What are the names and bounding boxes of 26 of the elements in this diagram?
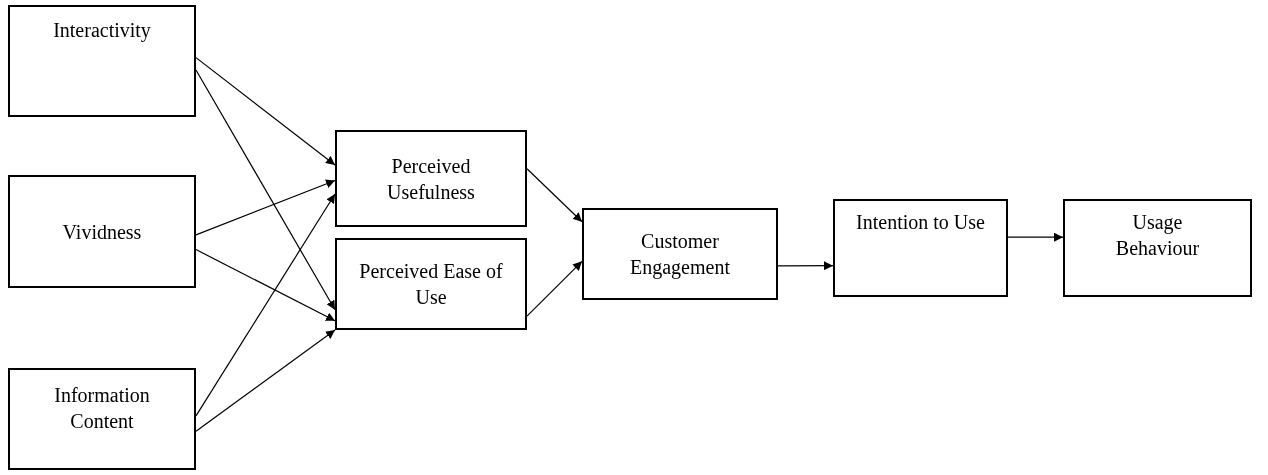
concept-box <box>335 130 527 227</box>
concept-label: Information Content <box>53 383 151 434</box>
concept-label: Perceived Ease of Use <box>358 259 504 310</box>
arrow <box>195 69 336 311</box>
arrow <box>777 261 834 271</box>
arrow <box>195 57 336 166</box>
arrow <box>526 260 583 317</box>
arrow <box>195 329 336 432</box>
arrow <box>195 249 336 322</box>
concept-label: Perceived Usefulness <box>386 153 476 205</box>
concept-box <box>582 208 778 300</box>
concept-box <box>8 175 196 288</box>
concept-label: Intention to Use <box>856 210 985 235</box>
concept-box <box>335 238 527 330</box>
concept-box <box>8 5 196 117</box>
arrow <box>195 193 336 417</box>
arrow <box>526 168 583 223</box>
concept-label: Interactivity <box>53 18 151 43</box>
concept-box <box>8 368 196 470</box>
arrow <box>1007 232 1064 242</box>
concept-box <box>833 199 1008 297</box>
concept-label: Customer Engagement <box>629 229 731 280</box>
concept-label: Vividness <box>62 219 142 245</box>
concept-box <box>1063 199 1252 297</box>
arrow <box>195 179 336 236</box>
concept-label: Usage Behaviour <box>1114 210 1201 261</box>
